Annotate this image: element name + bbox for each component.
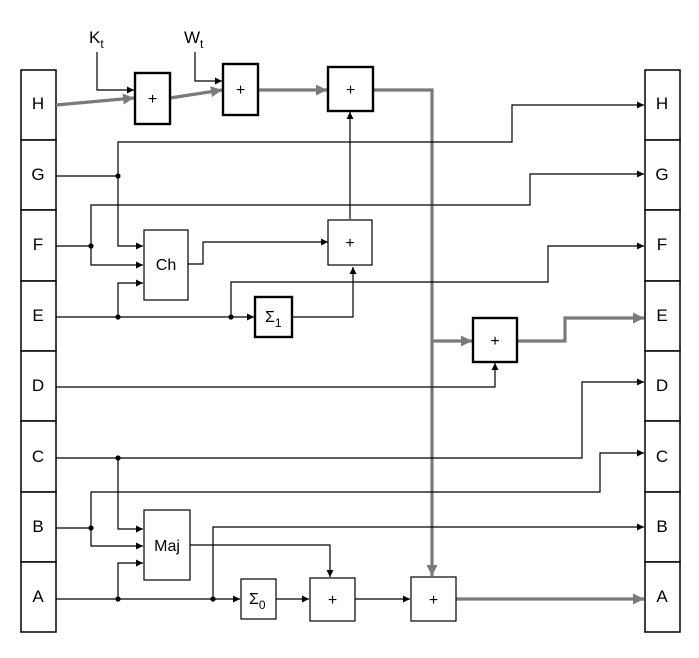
- svg-text:Σ1: Σ1: [265, 309, 282, 330]
- adder-a: +: [410, 576, 457, 622]
- svg-text:+: +: [429, 592, 438, 609]
- out-label-f: F: [657, 235, 667, 254]
- in-label-a: A: [32, 587, 44, 606]
- adder-wt: +: [221, 62, 260, 117]
- svg-text:Maj: Maj: [154, 538, 180, 555]
- out-label-c: C: [656, 447, 668, 466]
- in-label-d: D: [32, 376, 44, 395]
- in-label-e: E: [32, 306, 43, 325]
- output-registers: H G F E D C B A: [644, 69, 681, 633]
- svg-text:Σ0: Σ0: [249, 591, 266, 612]
- adder-t1: +: [326, 65, 375, 113]
- junction-dots: [88, 173, 234, 602]
- round-inputs: Kt Wt: [89, 28, 204, 51]
- ch-block: Ch: [143, 229, 189, 301]
- adder-d: +: [471, 316, 519, 364]
- svg-text:Ch: Ch: [156, 257, 176, 274]
- in-label-c: C: [32, 447, 44, 466]
- out-label-d: D: [656, 376, 668, 395]
- bold-datapath: [55, 84, 644, 605]
- out-label-b: B: [656, 517, 667, 536]
- thin-wiring: [56, 52, 644, 603]
- svg-text:+: +: [490, 333, 499, 350]
- adder-maj-sigma0: +: [309, 577, 356, 622]
- svg-text:+: +: [346, 82, 355, 99]
- out-label-h: H: [656, 94, 668, 113]
- out-label-a: A: [656, 587, 668, 606]
- svg-text:+: +: [148, 91, 157, 108]
- svg-text:+: +: [345, 235, 354, 252]
- sigma1-block: Σ1: [253, 295, 294, 339]
- in-label-f: F: [33, 235, 43, 254]
- svg-text:+: +: [236, 82, 245, 99]
- input-registers: H G F E D C B A: [20, 69, 57, 633]
- in-label-g: G: [31, 165, 44, 184]
- svg-text:+: +: [328, 592, 337, 609]
- sigma0-block: Σ0: [240, 578, 277, 620]
- adder-ch-sigma1: +: [327, 219, 373, 266]
- in-label-h: H: [32, 94, 44, 113]
- kt-label: Kt: [89, 28, 104, 51]
- adder-kt: +: [133, 71, 172, 126]
- out-label-g: G: [655, 165, 668, 184]
- wt-label: Wt: [184, 28, 204, 51]
- in-label-b: B: [32, 517, 43, 536]
- out-label-e: E: [656, 306, 667, 325]
- maj-block: Maj: [143, 509, 191, 581]
